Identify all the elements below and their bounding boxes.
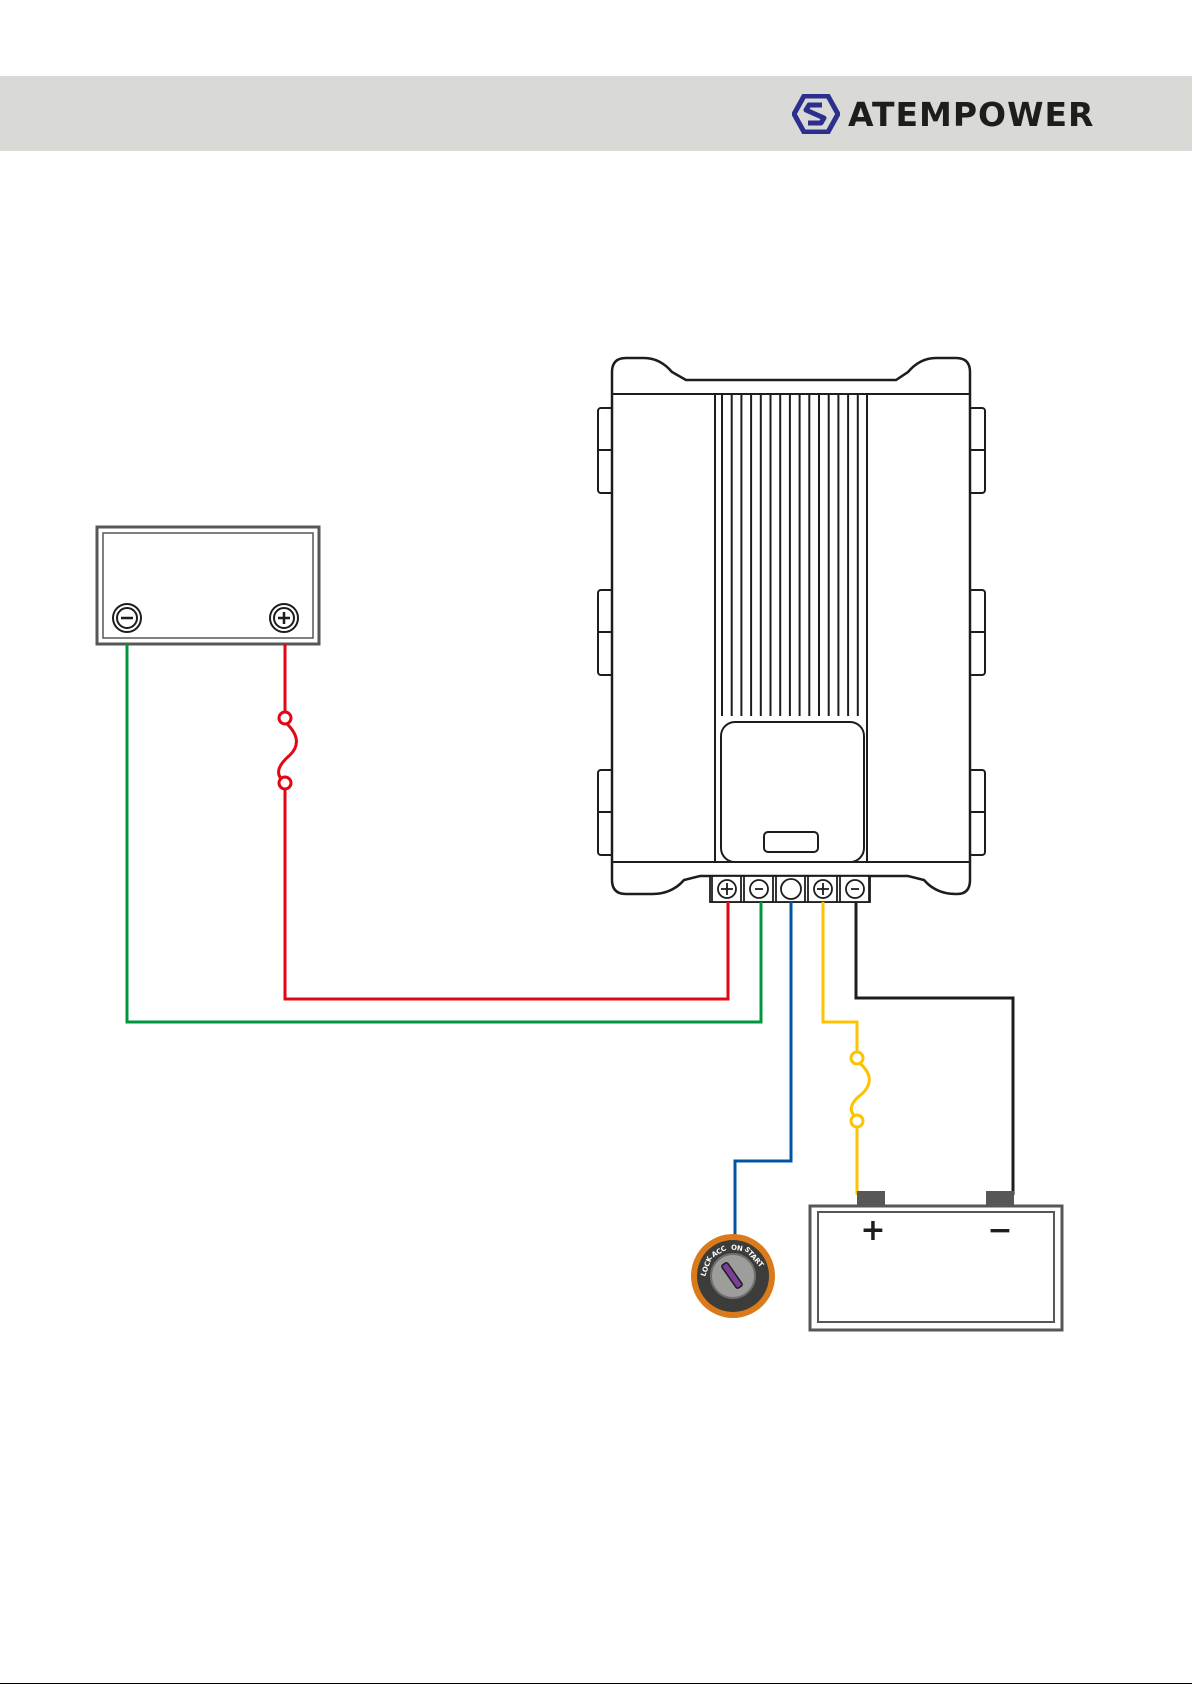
aux-battery: + −	[810, 1191, 1062, 1330]
aux-fuse	[851, 1052, 869, 1127]
footer-rule	[0, 1683, 1192, 1684]
starter-positive-terminal	[270, 604, 298, 632]
aux-positive-wire	[823, 902, 857, 1054]
charger-unit	[598, 358, 985, 902]
aux-negative-wire	[856, 902, 1013, 1195]
starter-fuse	[279, 712, 297, 789]
ignition-label-on: ON	[730, 1243, 743, 1253]
aux-positive-label: +	[860, 1213, 885, 1248]
heatsink-fins	[722, 394, 858, 716]
indicator-slot	[764, 832, 818, 852]
starter-battery	[97, 527, 319, 644]
ignition-wire	[735, 902, 791, 1235]
aux-negative-label: −	[987, 1213, 1012, 1248]
starter-negative-terminal	[113, 604, 141, 632]
